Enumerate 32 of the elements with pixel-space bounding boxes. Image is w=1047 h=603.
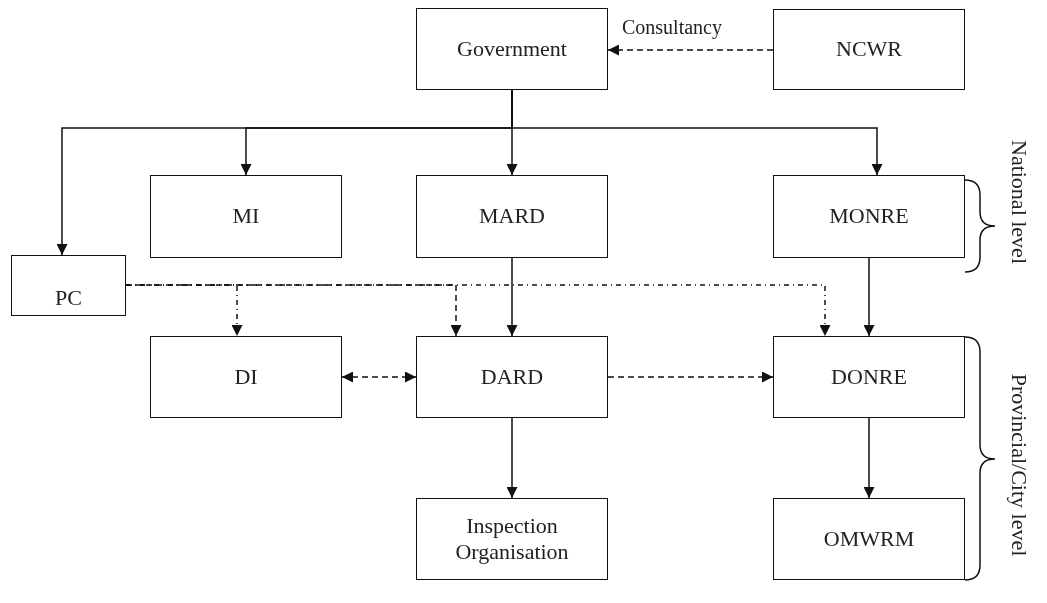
box-label: OMWRM — [823, 525, 915, 553]
process-box — [150, 175, 342, 258]
arrow — [125, 284, 831, 337]
arrow — [863, 417, 875, 499]
level-label: National level — [1006, 140, 1032, 264]
process-box — [150, 336, 342, 418]
arrow — [506, 257, 518, 337]
arrow — [863, 257, 875, 337]
arrow — [341, 371, 417, 383]
arrow — [607, 371, 774, 383]
box-label: DARD — [480, 363, 544, 391]
box-label: MONRE — [829, 203, 909, 230]
box-label: DONRE — [831, 363, 907, 391]
arrow — [607, 44, 774, 56]
box-label: Inspection Organisation — [454, 512, 570, 566]
process-box — [773, 336, 965, 418]
level-label: Provincial/City level — [1006, 373, 1032, 557]
box-label: MARD — [479, 203, 545, 230]
process-box — [416, 8, 608, 90]
process-box — [416, 498, 608, 580]
box-label: Government — [457, 35, 567, 63]
process-box — [773, 498, 965, 580]
process-box — [416, 336, 608, 418]
box-label: NCWR — [836, 36, 902, 63]
box-label: DI — [234, 363, 258, 391]
box-label: PC — [55, 284, 82, 311]
arrow — [506, 417, 518, 499]
process-box — [416, 175, 608, 258]
process-box — [11, 255, 126, 316]
process-box — [773, 9, 965, 90]
box-label: MI — [232, 203, 260, 230]
process-box — [773, 175, 965, 258]
